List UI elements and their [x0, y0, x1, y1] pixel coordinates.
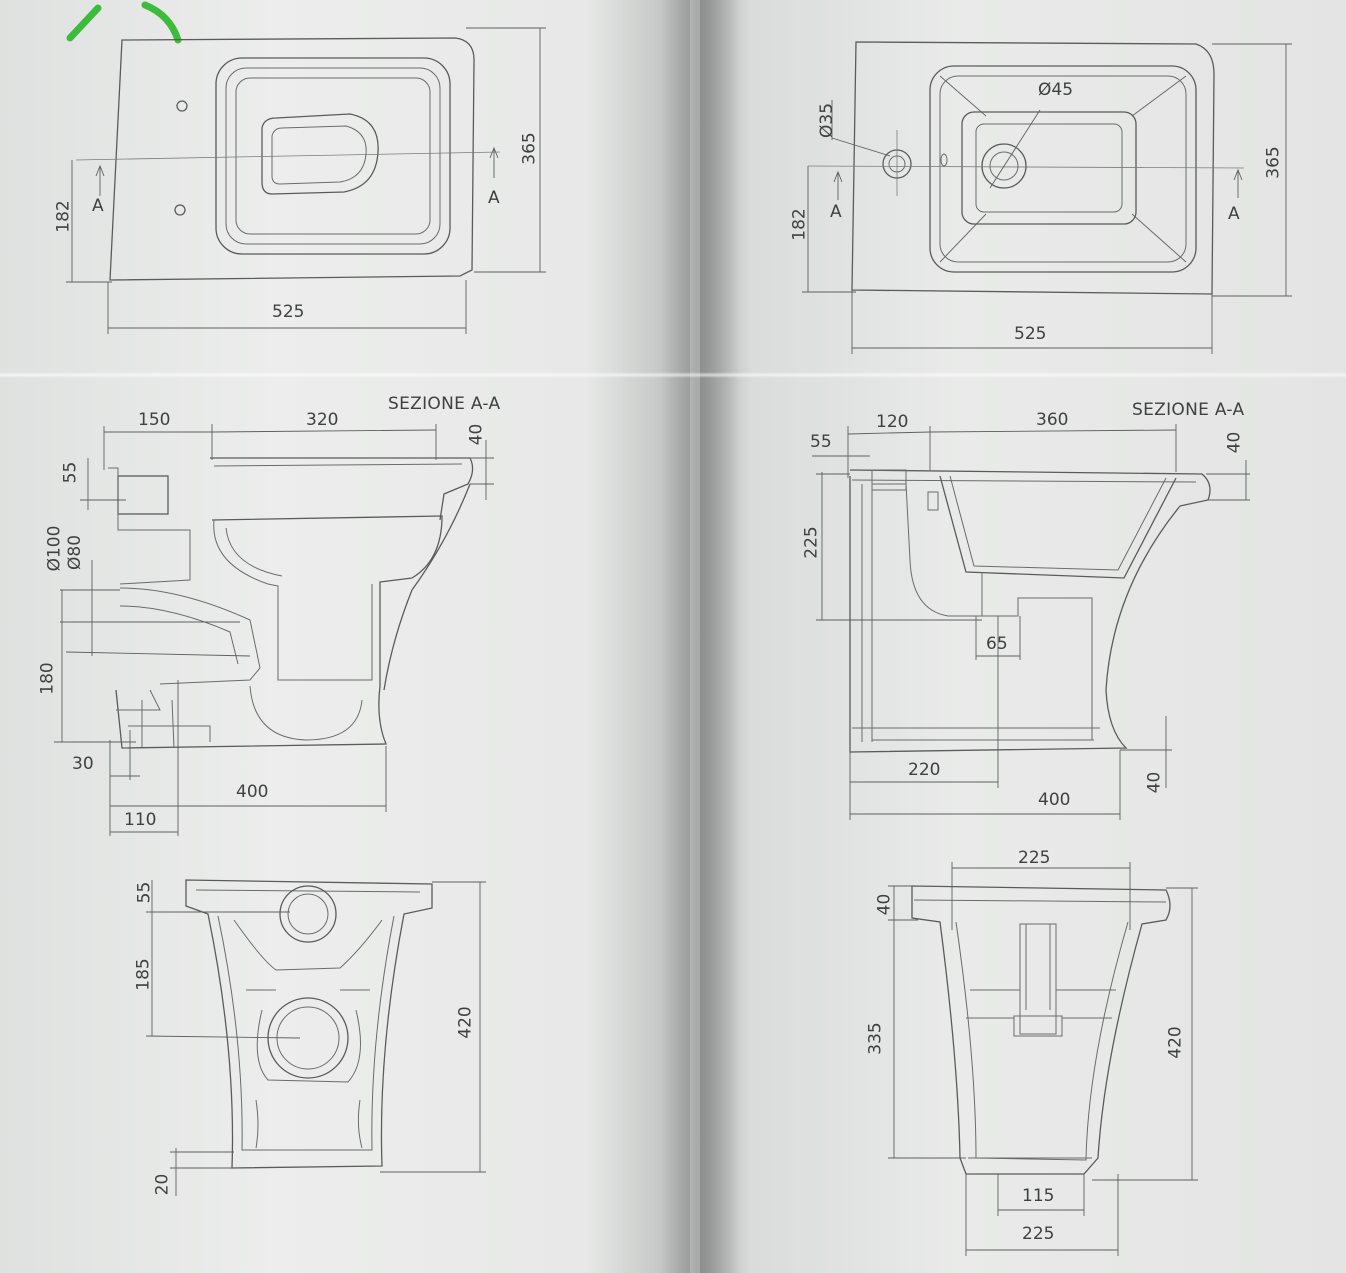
bidet-base-label: 40 — [1144, 771, 1165, 794]
wc-plan-view — [66, 27, 546, 334]
bidet-bowl-depth-label: 225 — [801, 526, 822, 559]
bidet-section-view — [812, 424, 1250, 820]
bidet-plan-depth-label: 365 — [1263, 146, 1284, 179]
page-fold-shadow — [660, 0, 740, 1273]
bidet-foot-inner-label: 115 — [1022, 1186, 1055, 1206]
wc-outlet-height-label: 180 — [37, 662, 58, 695]
wc-outlet-offset-label: 110 — [124, 810, 157, 830]
wc-rear-top-label: 55 — [134, 881, 155, 904]
bidet-top-bowl-label: 360 — [1036, 410, 1069, 430]
wc-section-title: SEZIONE A-A — [388, 394, 501, 414]
wc-section-view — [54, 424, 494, 836]
horizontal-fold-crease — [0, 372, 1346, 378]
bidet-foot-outer-label: 225 — [1022, 1224, 1055, 1244]
wc-rear-spacing-label: 185 — [133, 958, 154, 991]
wc-top-bowl-label: 320 — [306, 410, 339, 430]
wc-length-label: 400 — [236, 782, 269, 802]
bidet-cut-left-label: A — [830, 202, 842, 222]
bidet-plan-offset-label: 182 — [789, 208, 810, 241]
bidet-rear-view — [888, 862, 1198, 1256]
wc-outlet-inner-label: Ø80 — [65, 534, 86, 571]
wc-cut-right-label: A — [488, 188, 500, 208]
bidet-rear-top-width-label: 225 — [1018, 848, 1051, 868]
wc-plan-offset-label: 182 — [53, 200, 74, 233]
bidet-cut-right-label: A — [1228, 204, 1240, 224]
bidet-rear-rim-label: 40 — [874, 893, 895, 916]
bidet-length-label: 400 — [1038, 790, 1071, 810]
wc-rear-base-label: 20 — [152, 1173, 173, 1196]
bidet-rim-label: 40 — [1224, 431, 1245, 454]
bidet-tap-hole-label: Ø35 — [817, 102, 838, 139]
wc-floor-gap-label: 30 — [72, 754, 94, 774]
wc-rear-height-label: 420 — [455, 1006, 476, 1039]
bidet-rear-body-label: 335 — [865, 1022, 886, 1055]
wc-top-rear-label: 150 — [138, 410, 171, 430]
bidet-plan-width-label: 525 — [1014, 324, 1047, 344]
wc-plan-depth-label: 365 — [519, 132, 540, 165]
bidet-inlet-label: 55 — [810, 432, 832, 452]
bidet-section-title: SEZIONE A-A — [1132, 400, 1245, 420]
bidet-drain-hole-label: Ø45 — [1038, 80, 1074, 100]
wc-plan-width-label: 525 — [272, 302, 305, 322]
wc-cut-left-label: A — [92, 196, 104, 216]
wc-rim-label: 40 — [466, 423, 487, 446]
wc-inlet-height-label: 55 — [60, 461, 81, 484]
green-marker-stroke — [66, 1, 182, 44]
left-sheet — [0, 0, 690, 1273]
bidet-drain-offset-label: 220 — [908, 760, 941, 780]
bidet-rear-height-label: 420 — [1165, 1026, 1186, 1059]
bidet-plan-view — [802, 41, 1292, 354]
bidet-top-rear-label: 120 — [876, 412, 909, 432]
bidet-drain-label: 65 — [986, 634, 1008, 654]
wc-outlet-outer-label: Ø100 — [44, 525, 65, 572]
wc-rear-view — [145, 879, 486, 1196]
